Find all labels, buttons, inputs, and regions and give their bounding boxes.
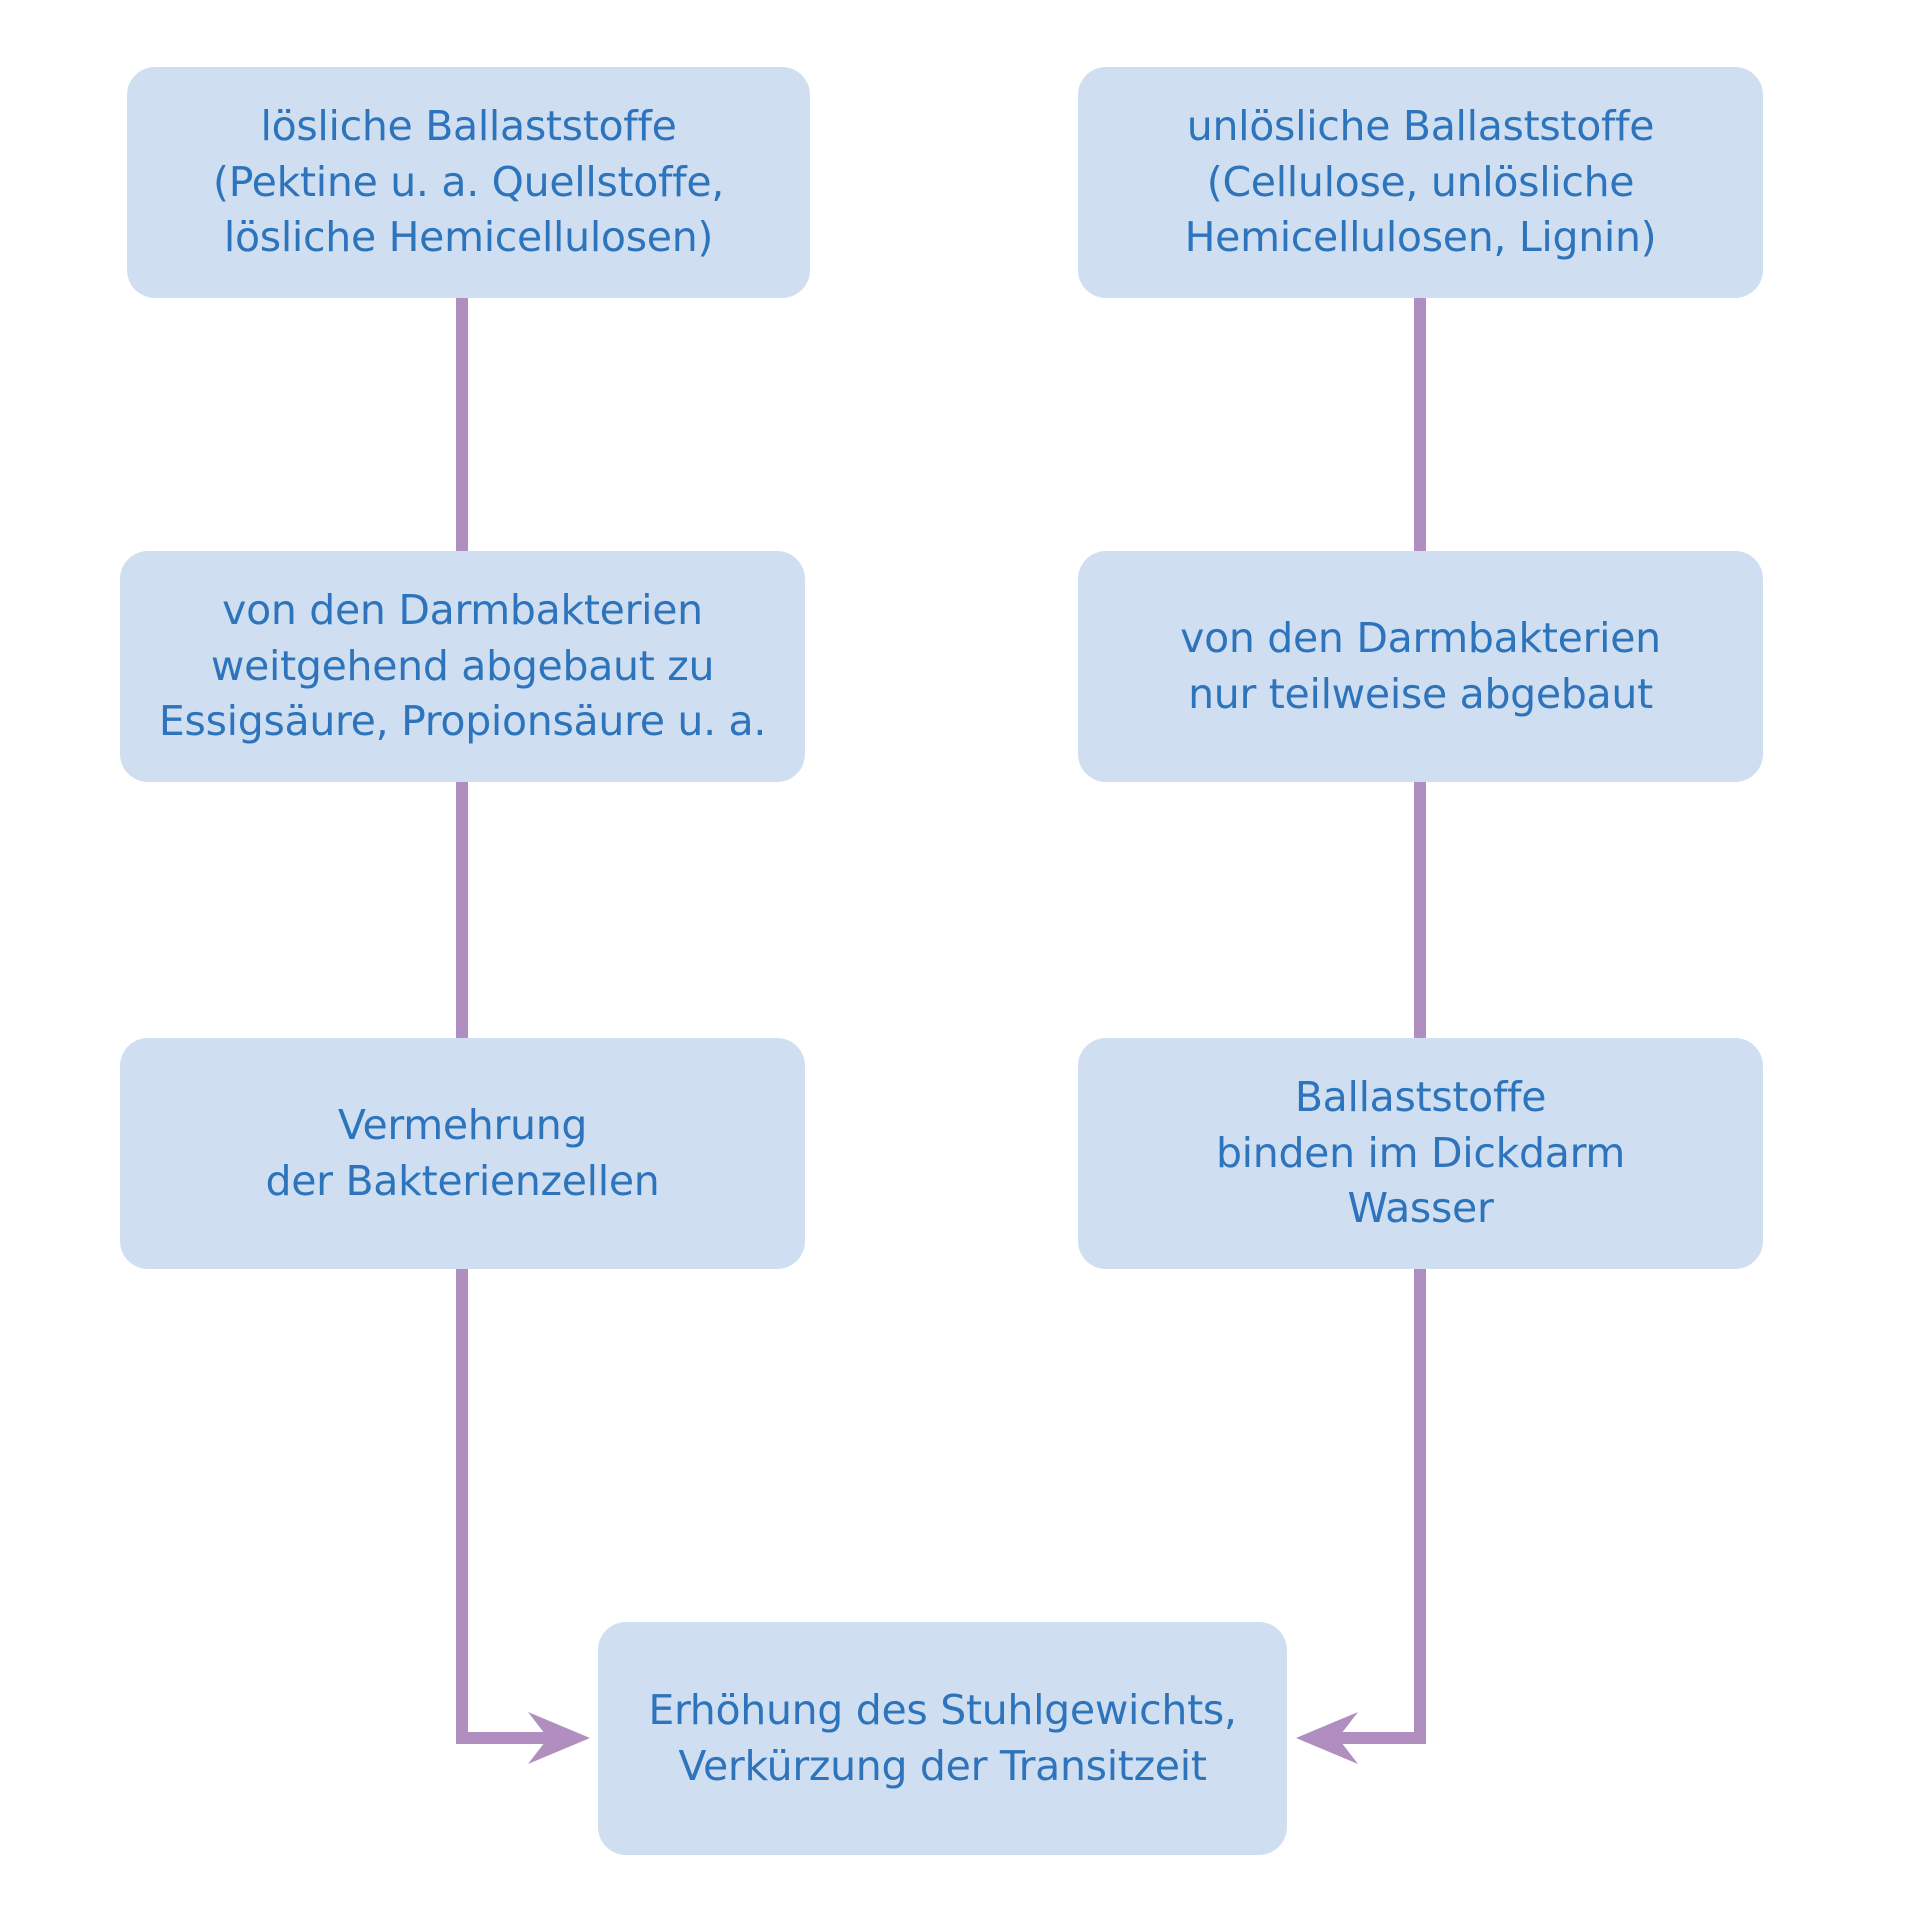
node-bacteria-growth: Vermehrung der Bakterienzellen [120,1038,805,1269]
node-water-binding: Ballaststoffe binden im Dickdarm Wasser [1078,1038,1763,1269]
node-text-line: Erhöhung des Stuhlgewichts, [648,1686,1237,1735]
node-text-line: nur teilweise abgebaut [1188,669,1653,718]
arrowhead-right-icon [1296,1712,1358,1764]
arrowhead-left-icon [528,1712,590,1764]
node-text-line: (Cellulose, unlösliche [1206,157,1635,206]
node-text-line: Verkürzung der Transitzeit [678,1741,1207,1790]
node-text-line: Essigsäure, Propionsäure u. a. [158,697,767,746]
node-largely-degraded: von den Darmbakterien weitgehend abgebau… [120,551,805,782]
node-text-line: von den Darmbakterien [222,586,703,635]
node-text-line: der Bakterienzellen [265,1156,660,1205]
connector-water-to-outcome [1326,1269,1426,1744]
node-text-line: Hemicellulosen, Lignin) [1184,213,1657,262]
node-outcome: Erhöhung des Stuhlgewichts, Verkürzung d… [598,1622,1287,1855]
node-text-line: von den Darmbakterien [1180,614,1661,663]
node-text-line: weitgehend abgebaut zu [210,641,715,690]
node-text-line: Wasser [1347,1184,1494,1233]
node-soluble-fiber: lösliche Ballaststoffe (Pektine u. a. Qu… [127,67,810,298]
node-text-line: (Pektine u. a. Quellstoffe, [213,157,724,206]
connector-growth-to-outcome [456,1269,560,1744]
node-text-line: binden im Dickdarm [1215,1128,1626,1177]
node-text-line: lösliche Hemicellulosen) [223,213,714,262]
node-insoluble-fiber: unlösliche Ballaststoffe (Cellulose, unl… [1078,67,1763,298]
node-text-line: Vermehrung [337,1101,588,1150]
node-partially-degraded: von den Darmbakterien nur teilweise abge… [1078,551,1763,782]
node-text-line: unlösliche Ballaststoffe [1186,102,1655,151]
node-text-line: Ballaststoffe [1294,1073,1547,1122]
node-text-line: lösliche Ballaststoffe [260,102,677,151]
